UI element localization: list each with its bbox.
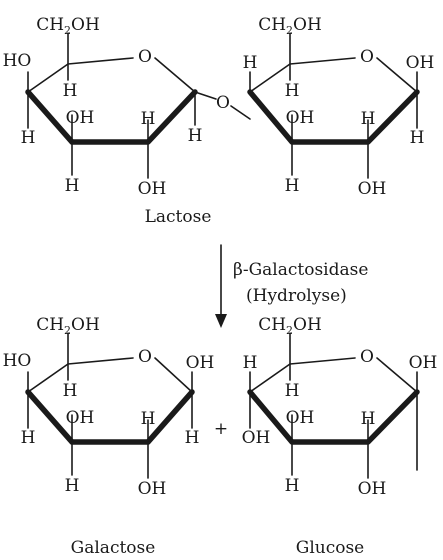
hydroxyl-label: HO (3, 51, 32, 71)
ch2oh-group: CH2OH (36, 15, 100, 37)
hydroxyl-label: OH (286, 408, 315, 428)
arrow-head (215, 314, 227, 328)
ring-oxygen-label: O (138, 347, 152, 367)
bridge-bond-right (230, 105, 251, 120)
lactose-galactose-ring: CH2OH O HO H H OH H H OH H (3, 15, 203, 199)
enzyme-label: β-Galactosidase (233, 260, 368, 280)
bridge-oxygen-label: O (216, 93, 230, 113)
hydrogen-label: H (141, 109, 156, 129)
ring-bond-o-c1 (154, 57, 196, 93)
ring-back-bonds (27, 357, 134, 393)
hydroxyl-label: OH (138, 479, 167, 499)
hydrogen-label: H (63, 81, 78, 101)
lactose-structure: CH2OH O HO H H OH H H OH H O (3, 15, 435, 227)
hydrogen-label: H (65, 176, 80, 196)
hydroxyl-label: OH (138, 179, 167, 199)
ring-back-bonds (249, 357, 356, 393)
ring-front-edge (25, 389, 195, 445)
hydroxyl-label: OH (406, 53, 435, 73)
hydrogen-label: H (21, 428, 36, 448)
ring-bond-o-c1 (376, 57, 418, 93)
glycosidic-bond: O (194, 91, 251, 120)
hydrogen-label: H (185, 428, 200, 448)
glucose-structure: CH2OH O H OH H OH H H OH OH Glucose (242, 315, 438, 558)
ring-bond-o-c1 (376, 357, 418, 393)
ring-oxygen-label: O (138, 47, 152, 67)
hydroxyl-label: OH (286, 108, 315, 128)
hydrogen-label: H (361, 109, 376, 129)
hydroxyl-label: OH (242, 428, 271, 448)
lactose-glucose-ring: CH2OH O H H OH H H OH OH H (243, 15, 435, 199)
hydrogen-label: H (141, 409, 156, 429)
ring-oxygen-label: O (360, 47, 374, 67)
hydroxyl-label: HO (3, 351, 32, 371)
ring-front-edge (247, 389, 420, 445)
ch2oh-group: CH2OH (36, 315, 100, 337)
hydrogen-label: H (188, 126, 203, 146)
hydrogen-label: H (65, 476, 80, 496)
ring-front-edge (247, 89, 420, 145)
plus-sign: + (214, 419, 228, 439)
hydrogen-label: H (285, 381, 300, 401)
hydrogen-label: H (243, 53, 258, 73)
hydroxyl-label: OH (358, 479, 387, 499)
hydrogen-label: H (410, 128, 425, 148)
hydrogen-label: H (361, 409, 376, 429)
hydrogen-label: H (285, 476, 300, 496)
galactose-structure: CH2OH O HO H H OH H H OH OH H Galactose (3, 315, 215, 558)
galactose-caption: Galactose (71, 538, 156, 558)
ch2oh-group: CH2OH (258, 15, 322, 37)
hydroxyl-label: OH (66, 408, 95, 428)
reaction-arrow: β-Galactosidase (Hydrolyse) (215, 244, 368, 328)
process-label: (Hydrolyse) (246, 286, 347, 306)
hydroxyl-label: OH (66, 108, 95, 128)
hydrogen-label: H (21, 128, 36, 148)
ring-front-edge (25, 89, 198, 145)
hydrogen-label: H (63, 381, 78, 401)
ch2oh-group: CH2OH (258, 315, 322, 337)
hydroxyl-label: OH (186, 353, 215, 373)
ring-back-bonds (27, 57, 134, 93)
ring-bond-o-c1 (154, 357, 193, 393)
hydroxyl-label: OH (409, 353, 438, 373)
ring-back-bonds (249, 57, 356, 93)
bridge-bond-left (194, 91, 217, 100)
hydrogen-label: H (285, 81, 300, 101)
hydrogen-label: H (243, 353, 258, 373)
ring-oxygen-label: O (360, 347, 374, 367)
glucose-caption: Glucose (296, 538, 365, 558)
lactose-caption: Lactose (145, 207, 212, 227)
hydrogen-label: H (285, 176, 300, 196)
hydroxyl-label: OH (358, 179, 387, 199)
